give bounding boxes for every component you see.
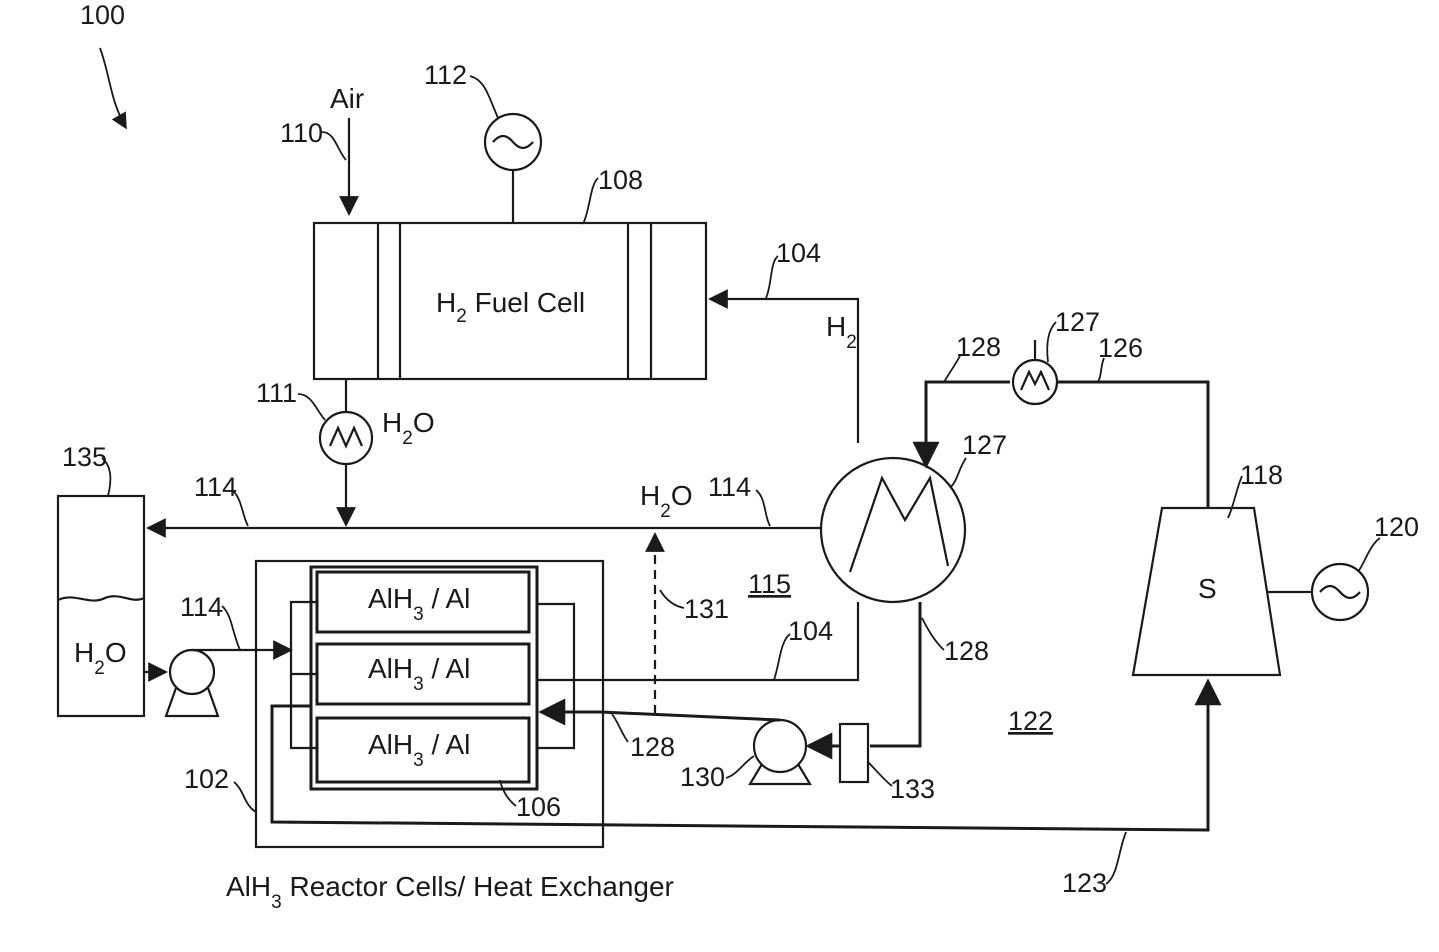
air-label: Air bbox=[330, 83, 364, 114]
coolant-line-128-bottom bbox=[541, 712, 780, 720]
reactor-cell-3-label: AlH3 / Al bbox=[368, 729, 470, 771]
water-tank-135 bbox=[58, 496, 144, 716]
ref-114-pump-leader bbox=[222, 606, 240, 650]
ref-135-label: 135 bbox=[62, 442, 107, 472]
ref-127-small-label: 127 bbox=[1055, 307, 1100, 337]
ref-128-top-leader bbox=[944, 356, 960, 382]
ref-108-leader bbox=[583, 178, 598, 224]
ref-114-pump-label: 114 bbox=[180, 592, 223, 622]
coolant-line-128-right bbox=[870, 602, 920, 746]
ref-100-arrow bbox=[100, 48, 126, 128]
fuel-cell-h2o-label: H2O bbox=[382, 407, 435, 449]
right-manifold bbox=[537, 604, 574, 748]
ref-122-label: 122 bbox=[1008, 706, 1053, 736]
ref-120-leader bbox=[1358, 538, 1380, 572]
steam-line-126 bbox=[1057, 382, 1208, 508]
ref-123-label: 123 bbox=[1062, 868, 1107, 898]
ref-114-left-label: 114 bbox=[194, 472, 237, 502]
ref-110-label: 110 bbox=[280, 118, 323, 148]
ref-106-label: 106 bbox=[516, 792, 561, 822]
turbine-label: S bbox=[1198, 573, 1217, 604]
filter-133 bbox=[840, 724, 868, 782]
ref-102-leader bbox=[234, 782, 256, 812]
ref-108-label: 108 bbox=[598, 165, 643, 195]
ref-128-right-leader bbox=[922, 618, 944, 650]
ref-128-bottom-leader bbox=[612, 714, 628, 742]
feed-pump bbox=[170, 650, 214, 694]
ref-130-leader bbox=[726, 756, 754, 778]
ref-112-label: 112 bbox=[424, 60, 467, 90]
reactor-cell-1-label: AlH3 / Al bbox=[368, 583, 470, 625]
ref-118-label: 118 bbox=[1240, 460, 1283, 490]
ref-133-leader bbox=[868, 762, 892, 786]
ref-120-label: 120 bbox=[1374, 512, 1419, 542]
h2-flow-label: H2 bbox=[826, 311, 857, 353]
ref-127-large-label: 127 bbox=[962, 430, 1007, 460]
ref-130-label: 130 bbox=[680, 762, 725, 792]
ref-115-label: 115 bbox=[748, 569, 791, 599]
ref-104-mid-label: 104 bbox=[788, 616, 833, 646]
ref-102-label: 102 bbox=[184, 764, 229, 794]
ref-100-label: 100 bbox=[80, 0, 125, 30]
ref-112-leader bbox=[470, 76, 498, 118]
ref-127-large-leader bbox=[950, 458, 966, 488]
ref-123-leader bbox=[1106, 832, 1126, 884]
ref-128-right-label: 128 bbox=[944, 636, 989, 666]
ref-114-mid-leader bbox=[756, 490, 770, 526]
heat-exchanger-127 bbox=[821, 458, 965, 602]
reactor-caption: AlH3 Reactor Cells/ Heat Exchanger bbox=[226, 871, 674, 913]
ref-111-leader bbox=[298, 394, 325, 420]
ref-131-label: 131 bbox=[684, 594, 729, 624]
ref-111-label: 111 bbox=[256, 378, 297, 408]
ref-128-bottom-label: 128 bbox=[630, 732, 675, 762]
ref-133-label: 133 bbox=[890, 774, 935, 804]
ref-104-top-label: 104 bbox=[776, 238, 821, 268]
ref-106-leader bbox=[500, 780, 516, 806]
ref-128-top-label: 128 bbox=[956, 332, 1001, 362]
reactor-cell-2-label: AlH3 / Al bbox=[368, 653, 470, 695]
ref-110-leader bbox=[322, 132, 346, 160]
condenser-111-symbol bbox=[320, 412, 372, 464]
h2o-vapor-label: H2O bbox=[640, 480, 693, 522]
ref-131-leader bbox=[660, 590, 684, 608]
ref-114-mid-label: 114 bbox=[708, 472, 751, 502]
